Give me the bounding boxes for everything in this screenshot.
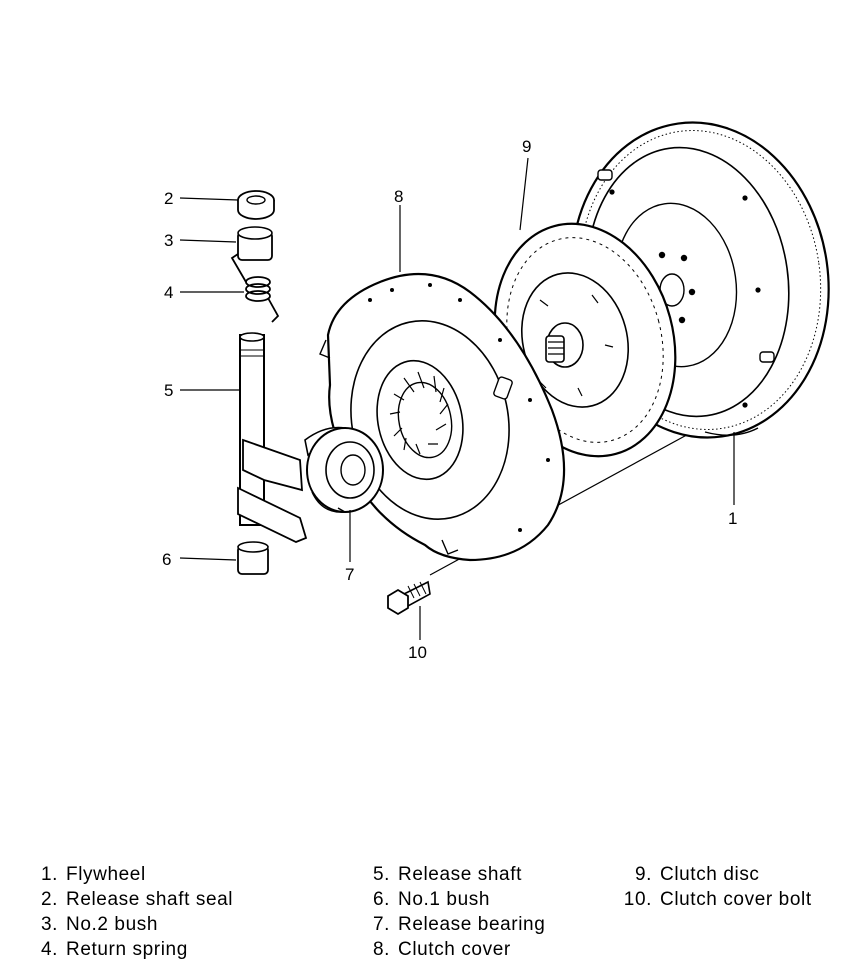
legend-label: Clutch cover bolt xyxy=(660,889,812,910)
legend-label: No.1 bush xyxy=(398,889,491,910)
legend-column-3: 9.Clutch disc 10.Clutch cover bolt xyxy=(618,862,812,912)
legend-item: 3.No.2 bush xyxy=(40,914,159,935)
callout-6: 6 xyxy=(162,550,171,569)
no1-bush xyxy=(237,541,269,575)
legend-label: Flywheel xyxy=(66,864,146,885)
callout-4: 4 xyxy=(164,283,173,302)
callout-2: 2 xyxy=(164,189,173,208)
legend-item: 9.Clutch disc xyxy=(634,864,760,885)
callout-8: 8 xyxy=(394,187,403,206)
callout-1: 1 xyxy=(728,509,737,528)
legend-item: 8.Clutch cover xyxy=(372,939,511,960)
legend-item: 10.Clutch cover bolt xyxy=(623,889,812,910)
clutch-cover-bolt xyxy=(387,580,431,616)
legend-item: 7.Release bearing xyxy=(372,914,546,935)
callout-9: 9 xyxy=(522,137,531,156)
release-bearing xyxy=(304,426,384,513)
legend-column-1: 1.Flywheel 2.Release shaft seal 3.No.2 b… xyxy=(38,862,233,962)
legend-column-2: 5.Release shaft 6.No.1 bush 7.Release be… xyxy=(370,862,545,962)
release-shaft-seal xyxy=(237,190,275,220)
callout-7: 7 xyxy=(345,565,354,584)
clutch-cover xyxy=(319,272,566,562)
legend-item: 6.No.1 bush xyxy=(372,889,491,910)
return-spring xyxy=(230,253,280,323)
legend-item: 4.Return spring xyxy=(40,939,188,960)
legend-label: Clutch cover xyxy=(398,939,511,960)
legend-label: Return spring xyxy=(66,939,188,960)
callout-3: 3 xyxy=(164,231,173,250)
no2-bush xyxy=(237,226,273,261)
legend-label: No.2 bush xyxy=(66,914,159,935)
leader-lines xyxy=(179,157,735,640)
legend-item: 1.Flywheel xyxy=(40,864,146,885)
release-shaft xyxy=(237,332,308,543)
legend-label: Clutch disc xyxy=(660,864,760,885)
clutch-disc xyxy=(493,222,677,458)
callout-10: 10 xyxy=(408,643,427,662)
legend-item: 2.Release shaft seal xyxy=(40,889,234,910)
clutch-exploded-diagram: 1 2 3 4 5 6 7 8 9 10 xyxy=(162,121,830,662)
legend-label: Release shaft seal xyxy=(66,889,234,910)
callout-5: 5 xyxy=(164,381,173,400)
legend-label: Release bearing xyxy=(398,914,546,935)
legend-item: 5.Release shaft xyxy=(372,864,522,885)
legend-label: Release shaft xyxy=(398,864,522,885)
